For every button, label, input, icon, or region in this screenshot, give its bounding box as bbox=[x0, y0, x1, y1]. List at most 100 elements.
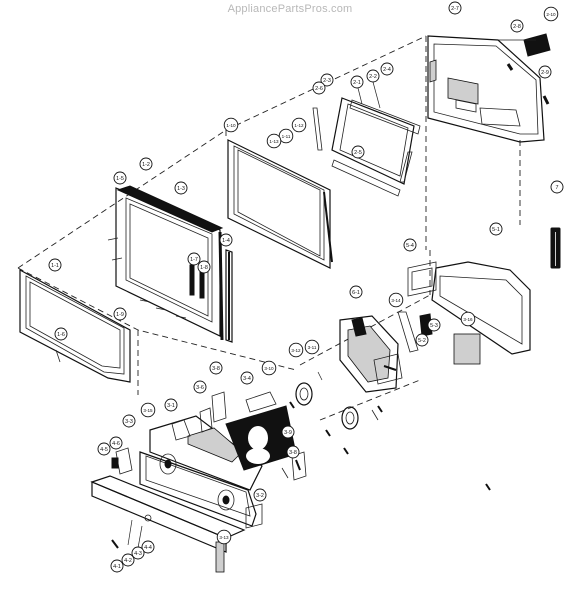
screw-parts bbox=[111, 401, 491, 549]
watermark: AppliancePartsPros.com bbox=[227, 3, 353, 15]
callout-text: 1-10 bbox=[226, 123, 236, 128]
callout-1-12: 1-12 bbox=[291, 117, 307, 133]
callout-text: 4-3 bbox=[134, 551, 142, 557]
callout-text: 1-4 bbox=[222, 238, 230, 244]
callout-2-4: 2-4 bbox=[380, 62, 394, 76]
callout-3-4: 3-4 bbox=[240, 371, 254, 385]
speaker-baffle-part bbox=[199, 391, 297, 471]
callout-5-1: 5-1 bbox=[489, 222, 503, 236]
callout-labels: 2-7 2-8 2-10 2-9 2-42-2 2-1 2-32-6 2-5 1-10 1-12 1… bbox=[48, 1, 564, 573]
callout-text: 3-16 bbox=[463, 317, 473, 322]
callout-text: 1-6 bbox=[57, 332, 65, 338]
callout-text: 3-6 bbox=[196, 385, 204, 391]
callout-1-3: 1-3 bbox=[174, 181, 188, 195]
callout-2-2: 2-2 bbox=[366, 69, 380, 83]
callout-text: 4-6 bbox=[112, 441, 120, 447]
light-engine-part bbox=[339, 315, 403, 393]
callout-text: 4-2 bbox=[124, 558, 132, 564]
callout-text: 2-1 bbox=[353, 80, 361, 86]
callout-text: 4-1 bbox=[113, 564, 121, 570]
callout-text: 2-5 bbox=[354, 150, 362, 156]
callout-1-6: 1-6 bbox=[54, 327, 68, 341]
callout-text: 2-9 bbox=[541, 70, 549, 76]
callout-text: 1-5 bbox=[116, 176, 124, 182]
callout-text: 3-8 bbox=[212, 366, 220, 372]
callout-2-1: 2-1 bbox=[350, 75, 364, 89]
callout-1-13: 1-13 bbox=[266, 133, 282, 149]
callout-text: 3-3 bbox=[125, 419, 133, 425]
callout-text: 1-11 bbox=[282, 134, 291, 139]
callout-text: 1-9 bbox=[116, 312, 124, 318]
speaker-units bbox=[295, 371, 359, 430]
front-bezel-part bbox=[19, 268, 131, 383]
callout-text: 3-10 bbox=[264, 366, 274, 371]
callout-text: 1-1 bbox=[51, 263, 59, 269]
callout-3-12: 3-12 bbox=[288, 342, 304, 358]
callout-1-8: 1-8 bbox=[197, 260, 211, 274]
callout-1-4: 1-4 bbox=[219, 233, 233, 247]
callout-1-9: 1-9 bbox=[113, 307, 127, 321]
callout-3-15: 3-15 bbox=[140, 402, 156, 418]
front-chassis-part bbox=[111, 415, 263, 529]
front-grille-part bbox=[90, 475, 246, 573]
callout-2-10: 2-10 bbox=[543, 6, 559, 22]
callout-3-11: 3-11 bbox=[304, 339, 320, 355]
callout-2-5: 2-5 bbox=[351, 145, 365, 159]
callout-text: 3-2 bbox=[256, 493, 264, 499]
callout-2-8: 2-8 bbox=[510, 19, 524, 33]
callout-3-6: 3-6 bbox=[193, 380, 207, 394]
callout-text: 5-2 bbox=[418, 338, 426, 344]
callout-3-8: 3-8 bbox=[209, 361, 223, 375]
callout-text: 7 bbox=[556, 185, 559, 191]
callout-7: 7 bbox=[550, 180, 564, 194]
callout-2-6: 2-6 bbox=[312, 81, 326, 95]
callout-1-10: 1-10 bbox=[223, 117, 239, 133]
callout-text: 4-5 bbox=[100, 447, 108, 453]
callout-5-3: 5-3 bbox=[427, 318, 441, 332]
callout-1-5: 1-5 bbox=[113, 171, 127, 185]
callout-3-8b: 3-8 bbox=[286, 445, 300, 459]
callout-text: 3-9 bbox=[284, 430, 292, 436]
callout-text: 5-4 bbox=[406, 243, 414, 249]
callout-3-3: 3-3 bbox=[122, 414, 136, 428]
callout-text: 2-3 bbox=[323, 78, 331, 84]
lower-base-part bbox=[397, 261, 531, 365]
callout-4-6: 4-6 bbox=[109, 436, 123, 450]
callout-text: 1-13 bbox=[269, 139, 279, 144]
callout-4-1: 4-1 bbox=[110, 559, 124, 573]
screen-frame-part bbox=[107, 185, 224, 341]
callout-4-2: 4-2 bbox=[121, 553, 135, 567]
rear-cabinet-part bbox=[427, 33, 551, 143]
callout-3-13: 3-13 bbox=[216, 529, 232, 545]
callout-text: 1-8 bbox=[200, 265, 208, 271]
callout-3-1: 3-1 bbox=[164, 398, 178, 412]
callout-text: 6-1 bbox=[352, 290, 360, 296]
callout-text: 1-12 bbox=[294, 123, 304, 128]
callout-text: 5-3 bbox=[430, 323, 438, 329]
callout-text: 3-14 bbox=[391, 298, 401, 303]
callout-3-2: 3-2 bbox=[253, 488, 267, 502]
callout-2-9: 2-9 bbox=[538, 65, 552, 79]
callout-3-14: 3-14 bbox=[388, 292, 404, 308]
callout-3-9: 3-9 bbox=[281, 425, 295, 439]
panel-glass-part bbox=[227, 139, 333, 269]
side-strip-part bbox=[225, 249, 233, 343]
callout-text: 3-4 bbox=[243, 376, 251, 382]
callout-3-16: 3-16 bbox=[460, 311, 476, 327]
callout-text: 3-11 bbox=[308, 345, 317, 350]
callout-2-3: 2-3 bbox=[320, 73, 334, 87]
callout-4-4: 4-4 bbox=[141, 540, 155, 554]
callout-text: 3-8 bbox=[289, 450, 297, 456]
callout-4-5: 4-5 bbox=[97, 442, 111, 456]
callout-text: 4-4 bbox=[144, 545, 152, 551]
callout-5-2: 5-2 bbox=[415, 333, 429, 347]
callout-text: 2-6 bbox=[315, 86, 323, 92]
callout-text: 1-7 bbox=[190, 257, 198, 263]
callout-2-7: 2-7 bbox=[448, 1, 462, 15]
callout-text: 3-13 bbox=[219, 535, 229, 540]
callout-text: 2-10 bbox=[546, 12, 556, 17]
mirror-assembly-part bbox=[312, 81, 421, 197]
bracket-parts bbox=[281, 409, 379, 481]
callout-6-1: 6-1 bbox=[349, 285, 363, 299]
